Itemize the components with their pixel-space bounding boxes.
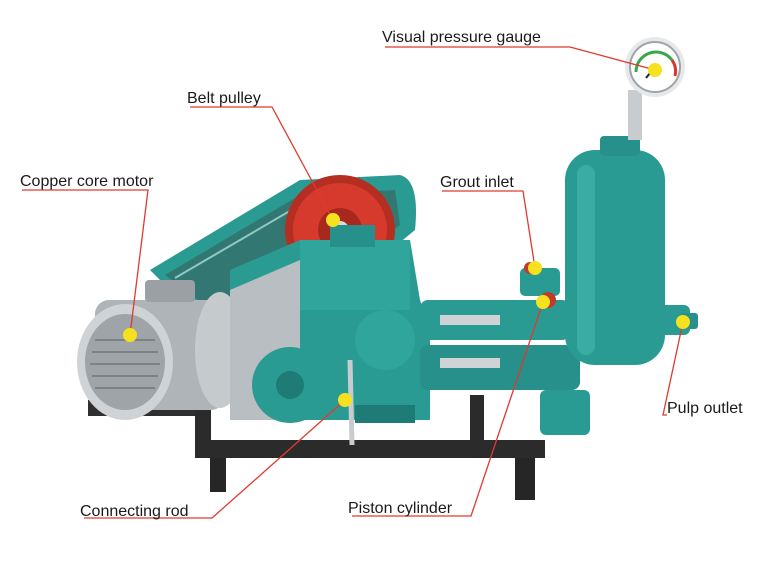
leader-lines: [22, 46, 684, 519]
callout-markers: [123, 63, 690, 407]
label-connecting-rod: Connecting rod: [80, 503, 189, 520]
label-pressure-gauge: Visual pressure gauge: [382, 29, 541, 46]
label-pulp-outlet: Pulp outlet: [667, 400, 743, 417]
piston-cylinders: [420, 300, 590, 435]
marker-pulley: [326, 213, 340, 227]
marker-rod: [338, 393, 352, 407]
label-piston-cylinder: Piston cylinder: [348, 500, 453, 517]
marker-outlet: [676, 315, 690, 329]
marker-piston: [536, 295, 550, 309]
marker-gauge: [648, 63, 662, 77]
label-copper-core-motor: Copper core motor: [20, 173, 154, 190]
marker-motor: [123, 328, 137, 342]
copper-core-motor: [77, 280, 245, 420]
label-grout-inlet: Grout inlet: [440, 174, 514, 191]
pressure-gauge: [625, 37, 685, 140]
pump-body: [230, 225, 430, 423]
label-belt-pulley: Belt pulley: [187, 90, 261, 107]
marker-inlet: [528, 261, 542, 275]
